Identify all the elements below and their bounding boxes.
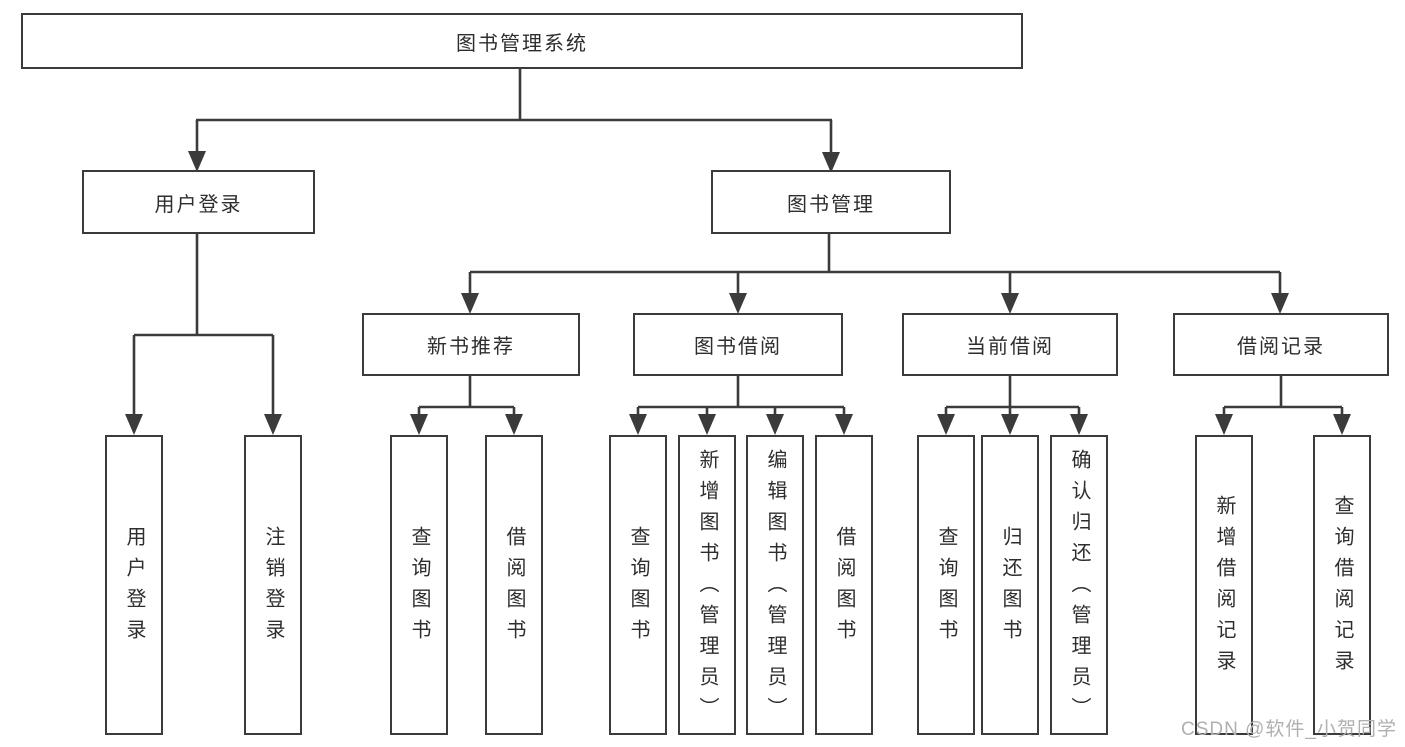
node-current-borrowing: 当前借阅 (902, 313, 1118, 376)
csdn-watermark: CSDN @软件_小贺同学 (1181, 719, 1397, 740)
leaf-query-borrow-record: 查询借阅记录 (1313, 435, 1371, 735)
leaf-logout: 注销登录 (244, 435, 302, 735)
leaf-add-borrow-record: 新增借阅记录 (1195, 435, 1253, 735)
leaf-user-login: 用户登录 (105, 435, 163, 735)
node-book-management-branch: 图书管理 (711, 170, 951, 234)
leaf-query-books-borrow: 查询图书 (609, 435, 667, 735)
leaf-borrow-books-recommend: 借阅图书 (485, 435, 543, 735)
leaf-edit-books-admin: 编辑图书（管理员） (746, 435, 804, 735)
leaf-add-books-admin: 新增图书（管理员） (678, 435, 736, 735)
leaf-query-books-recommend: 查询图书 (390, 435, 448, 735)
tree-connector-lines (132, 69, 1344, 420)
node-library-management-system: 图书管理系统 (21, 13, 1023, 69)
leaf-confirm-return-admin: 确认归还（管理员） (1050, 435, 1108, 735)
node-book-borrowing: 图书借阅 (633, 313, 843, 376)
arrowhead-icons (125, 151, 1351, 435)
node-borrowing-records: 借阅记录 (1173, 313, 1389, 376)
node-user-login-branch: 用户登录 (82, 170, 315, 234)
leaf-return-books: 归还图书 (981, 435, 1039, 735)
leaf-query-books-current: 查询图书 (917, 435, 975, 735)
node-new-book-recommendation: 新书推荐 (362, 313, 580, 376)
leaf-borrow-books: 借阅图书 (815, 435, 873, 735)
